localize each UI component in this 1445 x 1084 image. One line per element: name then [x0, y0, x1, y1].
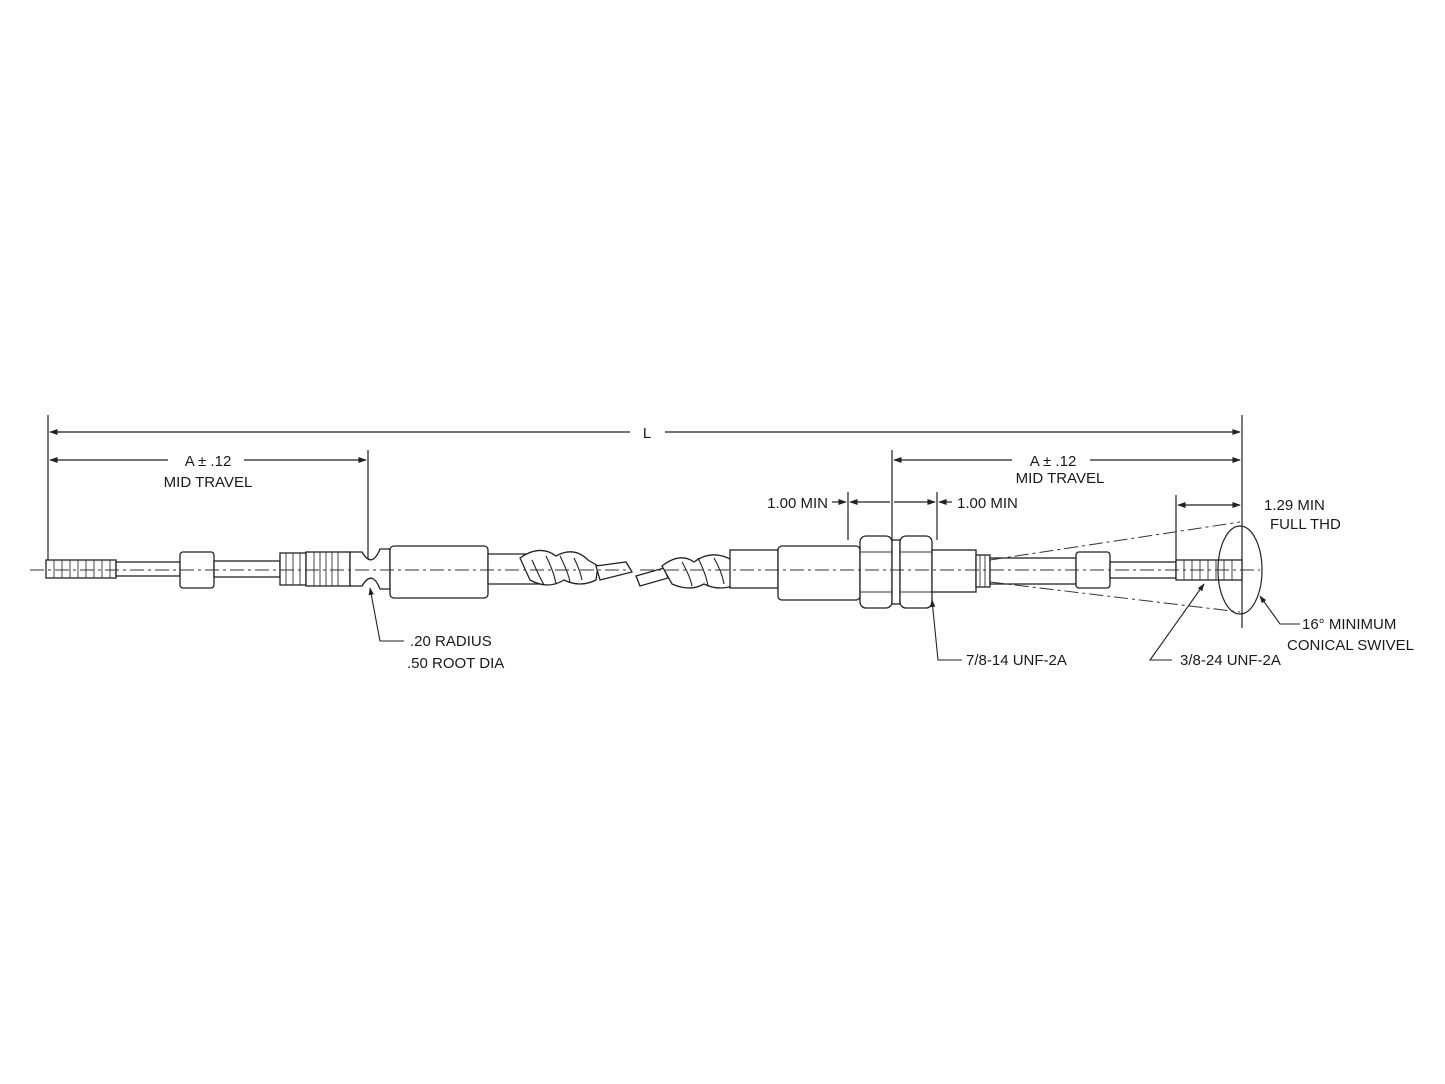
bulkhead-thread-leader: 7/8-14 UNF-2A — [930, 599, 1067, 669]
swivel-note-1: 16° MINIMUM — [1302, 616, 1396, 633]
left-end-assembly — [45, 545, 634, 599]
left-rod-thread — [53, 560, 111, 578]
rod-thread-leader: 3/8-24 UNF-2A — [1148, 583, 1281, 669]
full-thd-label-1: 1.29 MIN — [1264, 497, 1325, 514]
radius-leader: .20 RADIUS .50 ROOT DIA — [368, 587, 504, 672]
min-left-label: 1.00 MIN — [767, 495, 828, 512]
bulkhead-thread-note: 7/8-14 UNF-2A — [966, 652, 1067, 669]
right-a-dimension: A ± .12 MID TRAVEL — [891, 450, 1241, 540]
left-a-label: A ± .12 — [185, 453, 232, 470]
full-thread-dimension: 1.29 MIN FULL THD — [1175, 495, 1341, 560]
overall-length-dimension: L — [47, 415, 1243, 628]
swivel-note-2: CONICAL SWIVEL — [1287, 637, 1414, 654]
nut-min-dimensions: 1.00 MIN 1.00 MIN — [767, 492, 1018, 540]
min-right-label: 1.00 MIN — [957, 495, 1018, 512]
right-mid-travel-label: MID TRAVEL — [1016, 470, 1105, 487]
overall-length-label: L — [643, 425, 651, 442]
radius-note: .20 RADIUS — [410, 633, 492, 650]
right-end-assembly — [635, 521, 1263, 615]
full-thd-label-2: FULL THD — [1270, 516, 1341, 533]
right-a-label: A ± .12 — [1030, 453, 1077, 470]
root-dia-note: .50 ROOT DIA — [407, 655, 504, 672]
swivel-leader: 16° MINIMUM CONICAL SWIVEL — [1259, 595, 1414, 654]
left-a-dimension: A ± .12 MID TRAVEL — [49, 450, 369, 560]
left-mid-travel-label: MID TRAVEL — [164, 474, 253, 491]
rod-thread-note: 3/8-24 UNF-2A — [1180, 652, 1281, 669]
